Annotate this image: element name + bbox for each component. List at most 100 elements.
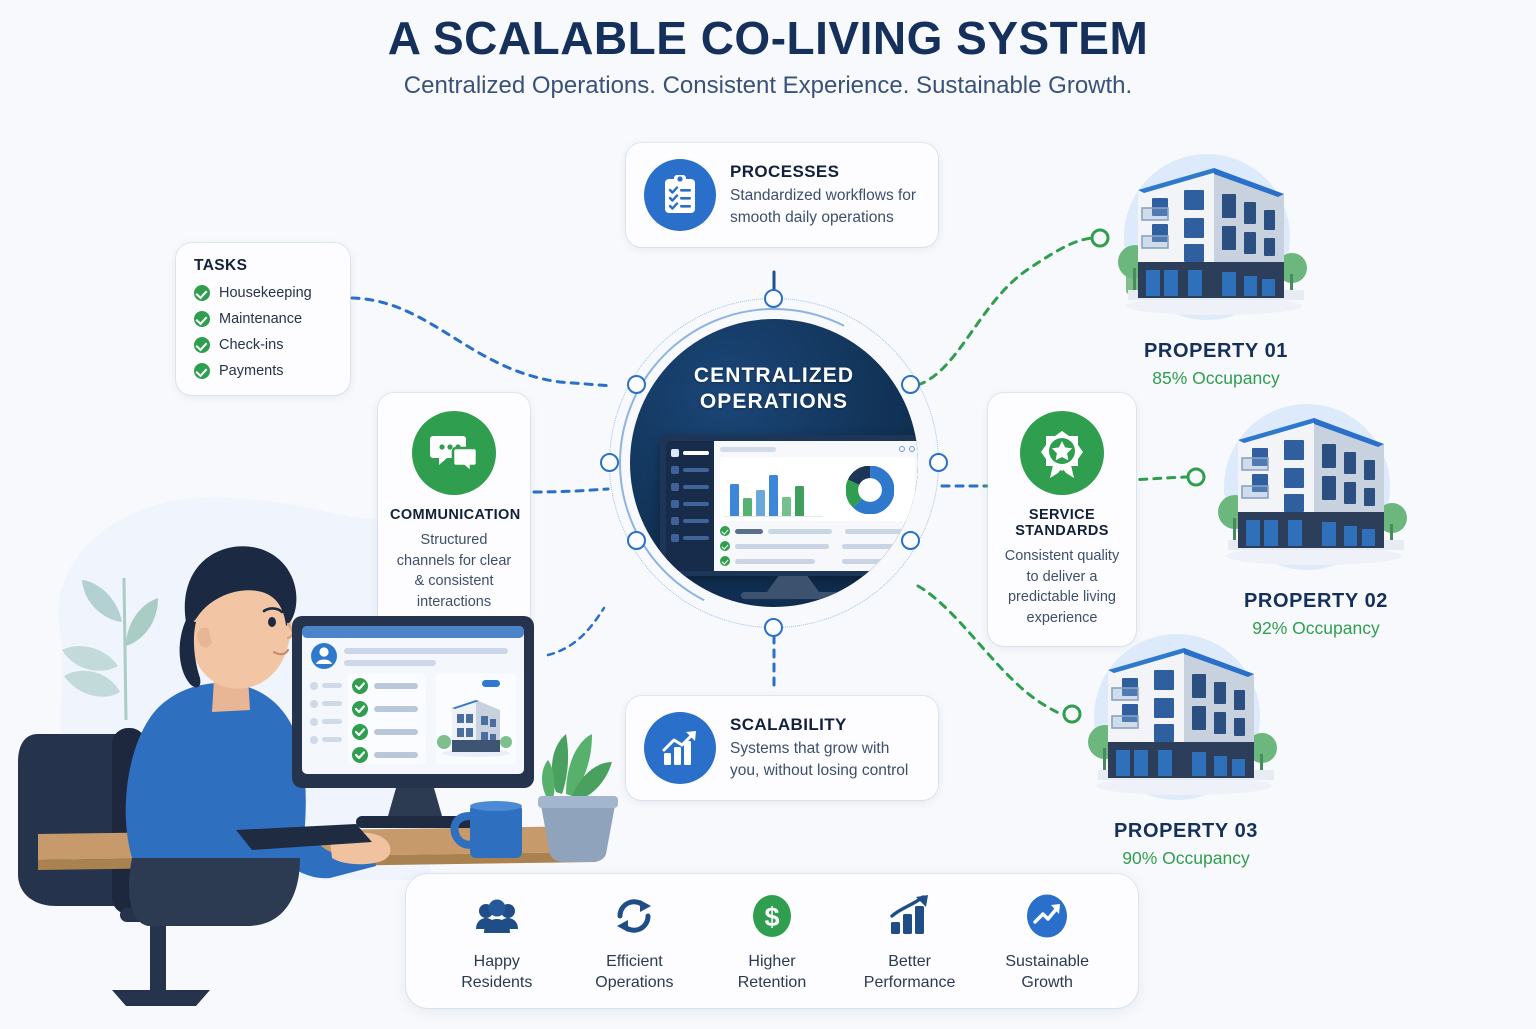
bar-chart-bar bbox=[782, 497, 791, 516]
benefit-efficient-operations[interactable]: Efficient Operations bbox=[571, 888, 697, 994]
page-title: A SCALABLE CO-LIVING SYSTEM bbox=[387, 12, 1149, 64]
sidebar-bullet-icon bbox=[671, 483, 679, 491]
bar-chart bbox=[724, 463, 824, 517]
desk-monitor bbox=[292, 616, 534, 828]
card-processes[interactable]: PROCESSES Standardized workflows for smo… bbox=[626, 143, 938, 247]
row-line bbox=[845, 528, 907, 534]
property-card-2[interactable]: PROPERTY 02 92% Occupancy bbox=[1196, 400, 1436, 639]
hub-node-top-left[interactable] bbox=[627, 375, 646, 394]
card-scalability[interactable]: SCALABILITY Systems that grow with you, … bbox=[626, 696, 938, 800]
bar-chart-bar bbox=[795, 485, 804, 516]
benefit-label-line2: Performance bbox=[863, 974, 956, 991]
bar-chart-bar bbox=[730, 483, 739, 516]
hub-node-right[interactable] bbox=[929, 453, 948, 472]
property-card-3[interactable]: PROPERTY 03 90% Occupancy bbox=[1066, 630, 1306, 869]
sidebar-line bbox=[683, 451, 709, 455]
clipboard-checklist-icon bbox=[644, 159, 716, 231]
property-occupancy: 85% Occupancy bbox=[1152, 368, 1280, 388]
hub-core: CENTRALIZED OPERATIONS bbox=[630, 319, 918, 607]
card-tasks[interactable]: TASKS Housekeeping Maintenance Check-ins… bbox=[176, 243, 350, 395]
card-processes-body: PROCESSES Standardized workflows for smo… bbox=[626, 143, 938, 247]
bar-chart-bar bbox=[769, 475, 778, 516]
dashboard-task-rows bbox=[720, 526, 915, 566]
benefit-label: Efficient Operations bbox=[571, 952, 697, 994]
hub-node-top[interactable] bbox=[764, 289, 783, 308]
hub-node-bottom-right[interactable] bbox=[901, 531, 920, 550]
person-at-desk-illustration bbox=[0, 470, 620, 1024]
benefit-better-performance[interactable]: Better Performance bbox=[847, 888, 973, 994]
monitor-base bbox=[741, 592, 845, 599]
hub-label: CENTRALIZED OPERATIONS bbox=[630, 363, 918, 416]
benefit-higher-retention[interactable]: $ Higher Retention bbox=[709, 888, 835, 994]
task-label: Housekeeping bbox=[219, 285, 312, 301]
benefit-label-line1: Better bbox=[888, 953, 931, 971]
card-communication-desc: Structured channels for clear & consiste… bbox=[396, 532, 512, 610]
connector-property-1 bbox=[916, 236, 1094, 387]
coffee-mug-icon bbox=[450, 801, 522, 858]
check-circle-icon bbox=[720, 541, 730, 551]
property-name: PROPERTY 02 bbox=[1243, 590, 1389, 612]
row-line bbox=[768, 528, 832, 534]
bar-chart-arrow-icon bbox=[847, 888, 973, 944]
hub-node-bottom[interactable] bbox=[764, 618, 783, 637]
growth-chart-icon bbox=[644, 712, 716, 784]
benefit-label-line2: Operations bbox=[595, 974, 674, 991]
sidebar-bullet-icon bbox=[671, 517, 679, 525]
list-item[interactable]: Payments bbox=[194, 363, 334, 379]
card-communication-title: COMMUNICATION bbox=[390, 507, 521, 523]
page-subtitle: Centralized Operations. Consistent Exper… bbox=[403, 72, 1133, 100]
card-standards-title: SERVICE STANDARDS bbox=[1015, 507, 1109, 539]
person-body bbox=[125, 546, 391, 926]
sidebar-line bbox=[683, 502, 709, 506]
dashboard-charts bbox=[720, 457, 915, 521]
card-scalability-body: SCALABILITY Systems that grow with you, … bbox=[626, 696, 938, 800]
checklist-rows bbox=[352, 678, 418, 763]
dashboard-main bbox=[714, 441, 918, 571]
task-label: Maintenance bbox=[219, 311, 303, 327]
benefit-label: Sustainable Growth bbox=[984, 952, 1110, 994]
dashboard-sidebar bbox=[666, 441, 714, 571]
hub-node-bottom-left[interactable] bbox=[627, 531, 646, 550]
benefit-label-line2: Retention bbox=[737, 974, 807, 991]
dashboard-topbar bbox=[720, 446, 915, 452]
benefit-label-line2: Growth bbox=[1021, 974, 1073, 991]
window-dot-icon bbox=[899, 446, 905, 452]
list-item[interactable]: Housekeeping bbox=[194, 285, 334, 301]
property-card-1[interactable]: PROPERTY 01 85% Occupancy bbox=[1096, 150, 1336, 389]
benefit-label: Higher Retention bbox=[709, 952, 835, 994]
sidebar-item bbox=[671, 483, 709, 491]
list-item[interactable]: Maintenance bbox=[194, 311, 334, 327]
refresh-cycle-icon bbox=[571, 888, 697, 944]
keyboard bbox=[236, 824, 372, 850]
hub-node-left[interactable] bbox=[600, 453, 619, 472]
apartment-building-icon bbox=[1096, 150, 1336, 330]
list-item[interactable]: Check-ins bbox=[194, 337, 334, 353]
centralized-operations-hub[interactable]: CENTRALIZED OPERATIONS bbox=[578, 267, 970, 659]
monitor-screen bbox=[660, 435, 918, 576]
bar-chart-bar bbox=[756, 490, 765, 516]
card-service-standards[interactable]: SERVICE STANDARDS Consistent quality to … bbox=[988, 393, 1136, 647]
potted-plant-icon bbox=[538, 734, 618, 862]
dollar-circle-icon: $ bbox=[709, 888, 835, 944]
sidebar-line bbox=[683, 536, 709, 540]
table-row bbox=[720, 541, 915, 551]
apartment-building-icon bbox=[1066, 630, 1306, 810]
card-scalability-text: SCALABILITY Systems that grow with you, … bbox=[730, 715, 920, 782]
donut-segment bbox=[846, 466, 895, 514]
row-line bbox=[735, 528, 763, 534]
card-communication[interactable]: COMMUNICATION Structured channels for cl… bbox=[378, 393, 530, 631]
trend-arrow-circle-icon bbox=[984, 888, 1110, 944]
benefit-sustainable-growth[interactable]: Sustainable Growth bbox=[984, 888, 1110, 994]
task-label: Check-ins bbox=[219, 337, 284, 353]
row-line bbox=[842, 558, 904, 564]
header: A SCALABLE CO-LIVING SYSTEM Centralized … bbox=[0, 14, 1536, 100]
svg-text:$: $ bbox=[764, 902, 779, 932]
hub-node-top-right[interactable] bbox=[901, 375, 920, 394]
benefit-label-line1: Happy bbox=[473, 953, 520, 971]
card-processes-text: PROCESSES Standardized workflows for smo… bbox=[730, 162, 920, 229]
sidebar-item bbox=[671, 534, 709, 542]
benefit-happy-residents[interactable]: Happy Residents bbox=[434, 888, 560, 994]
check-circle-icon bbox=[194, 311, 210, 327]
card-tasks-title: TASKS bbox=[194, 257, 248, 274]
donut-segment bbox=[846, 466, 895, 514]
